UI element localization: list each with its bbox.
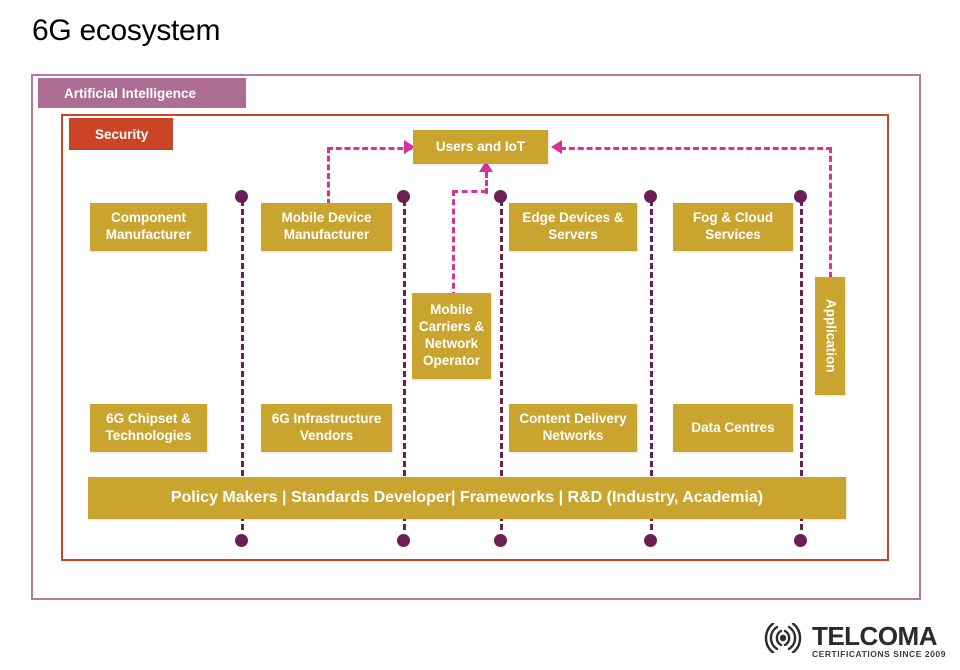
page-title: 6G ecosystem	[32, 14, 221, 47]
connector-dot-top-2	[397, 190, 410, 203]
flow-carriers-to-users-vertical-lower	[452, 190, 455, 298]
node-6g-infrastructure-vendors[interactable]: 6G Infrastructure Vendors	[261, 404, 392, 452]
flow-carriers-to-users-horizontal	[452, 190, 487, 193]
connector-dot-bottom-2	[397, 534, 410, 547]
connector-line-4	[650, 200, 653, 530]
logo-tagline: CERTIFICATIONS SINCE 2009	[811, 648, 946, 659]
node-component-manufacturer[interactable]: Component Manufacturer	[90, 203, 207, 251]
connector-dot-bottom-5	[794, 534, 807, 547]
node-mobile-carriers-network-operator[interactable]: Mobile Carriers & Network Operator	[412, 293, 491, 379]
node-fog-cloud-services[interactable]: Fog & Cloud Services	[673, 203, 793, 251]
flow-application-to-users-vertical	[829, 147, 832, 278]
node-mobile-device-manufacturer[interactable]: Mobile Device Manufacturer	[261, 203, 392, 251]
connector-dot-top-5	[794, 190, 807, 203]
flow-application-to-users-arrowhead	[551, 140, 562, 154]
connector-line-2	[403, 200, 406, 530]
flow-carriers-to-users-vertical-upper	[485, 172, 488, 194]
connector-dot-top-4	[644, 190, 657, 203]
node-application[interactable]: Application	[815, 277, 845, 395]
connector-dot-top-1	[235, 190, 248, 203]
flow-mdm-to-users-arrowhead	[404, 140, 415, 154]
connector-dot-bottom-4	[644, 534, 657, 547]
signal-waves-icon	[762, 622, 808, 658]
logo-name: TELCOMA	[811, 620, 938, 651]
connector-line-5	[800, 200, 803, 530]
node-edge-devices-servers[interactable]: Edge Devices & Servers	[509, 203, 637, 251]
node-users-and-iot[interactable]: Users and IoT	[413, 130, 548, 164]
node-data-centres[interactable]: Data Centres	[673, 404, 793, 452]
artificial-intelligence-label: Artificial Intelligence	[38, 78, 246, 108]
node-policy-makers-bar[interactable]: Policy Makers | Standards Developer| Fra…	[88, 477, 846, 519]
flow-mdm-to-users-horizontal	[327, 147, 412, 150]
connector-dot-bottom-1	[235, 534, 248, 547]
security-label: Security	[69, 118, 173, 150]
node-6g-chipset-technologies[interactable]: 6G Chipset & Technologies	[90, 404, 207, 452]
connector-line-3	[500, 200, 503, 530]
node-content-delivery-networks[interactable]: Content Delivery Networks	[509, 404, 637, 452]
flow-application-to-users-horizontal	[560, 147, 832, 150]
flow-carriers-to-users-arrowhead	[479, 161, 493, 172]
telcoma-logo: TELCOMA CERTIFICATIONS SINCE 2009	[762, 620, 946, 659]
flow-mdm-to-users-vertical	[327, 147, 330, 205]
connector-dot-bottom-3	[494, 534, 507, 547]
connector-line-1	[241, 200, 244, 530]
connector-dot-top-3	[494, 190, 507, 203]
